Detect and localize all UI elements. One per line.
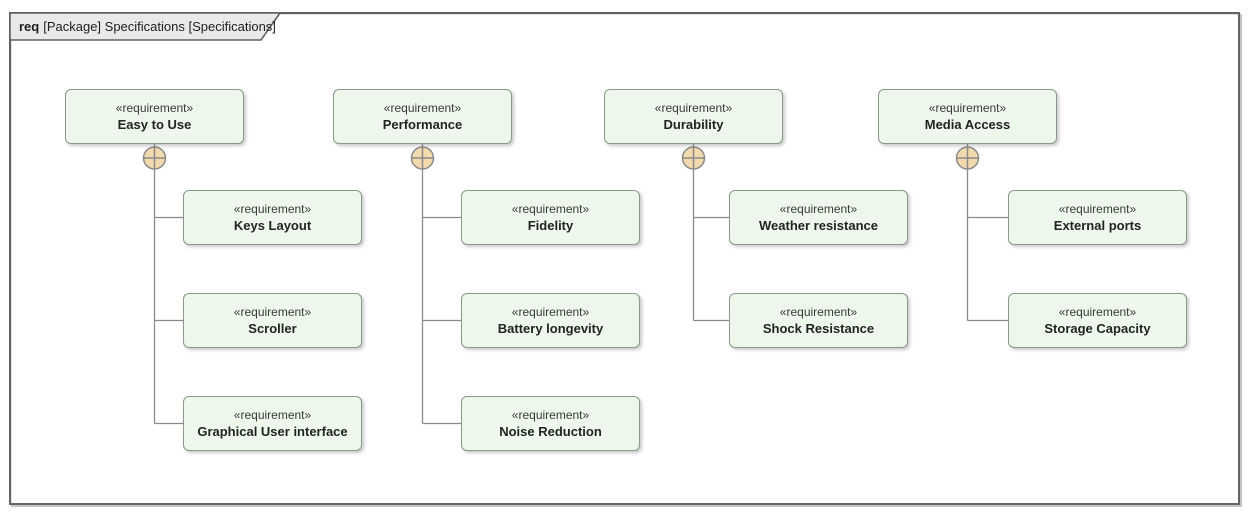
stereotype-label: «requirement» — [779, 201, 858, 216]
requirement-node-external-ports[interactable]: «requirement» External ports — [1008, 190, 1187, 245]
requirement-node-storage-capacity[interactable]: «requirement» Storage Capacity — [1008, 293, 1187, 348]
requirement-name: Weather resistance — [759, 217, 878, 233]
stereotype-label: «requirement» — [233, 407, 312, 422]
containment-icon — [142, 146, 167, 170]
requirement-node-shock-resistance[interactable]: «requirement» Shock Resistance — [729, 293, 908, 348]
frame-keyword: req — [19, 18, 40, 34]
requirement-name: External ports — [1053, 217, 1142, 233]
requirement-node-easy-to-use[interactable]: «requirement» Easy to Use — [65, 89, 244, 144]
requirement-node-noise-reduction[interactable]: «requirement» Noise Reduction — [461, 396, 640, 451]
frame-tab — [9, 12, 282, 41]
requirement-node-scroller[interactable]: «requirement» Scroller — [183, 293, 362, 348]
containment-connector-performance — [410, 144, 461, 425]
requirement-node-graphical-user-interface[interactable]: «requirement» Graphical User interface — [183, 396, 362, 451]
containment-icon — [410, 146, 435, 170]
stereotype-label: «requirement» — [511, 407, 590, 422]
requirement-name: Scroller — [248, 320, 297, 336]
requirement-name: Media Access — [924, 116, 1011, 132]
requirement-node-durability[interactable]: «requirement» Durability — [604, 89, 783, 144]
frame-title: [Package] Specifications [Specifications… — [43, 18, 276, 34]
requirement-node-media-access[interactable]: «requirement» Media Access — [878, 89, 1057, 144]
stereotype-label: «requirement» — [233, 304, 312, 319]
stereotype-label: «requirement» — [928, 100, 1007, 115]
stereotype-label: «requirement» — [1058, 304, 1137, 319]
requirement-name: Graphical User interface — [197, 423, 348, 439]
stereotype-label: «requirement» — [1058, 201, 1137, 216]
stereotype-label: «requirement» — [654, 100, 733, 115]
containment-icon — [681, 146, 706, 170]
requirement-node-fidelity[interactable]: «requirement» Fidelity — [461, 190, 640, 245]
requirement-node-battery-longevity[interactable]: «requirement» Battery longevity — [461, 293, 640, 348]
containment-connector-media-access — [955, 144, 1008, 322]
stereotype-label: «requirement» — [233, 201, 312, 216]
requirement-name: Shock Resistance — [762, 320, 875, 336]
containment-connector-easy-to-use — [142, 144, 183, 425]
requirement-node-weather-resistance[interactable]: «requirement» Weather resistance — [729, 190, 908, 245]
frame-tab-shape — [9, 12, 282, 41]
requirement-name: Battery longevity — [497, 320, 604, 336]
requirement-name: Storage Capacity — [1044, 320, 1151, 336]
requirement-name: Noise Reduction — [499, 423, 602, 439]
stereotype-label: «requirement» — [115, 100, 194, 115]
stereotype-label: «requirement» — [511, 304, 590, 319]
requirement-name: Keys Layout — [233, 217, 312, 233]
stereotype-label: «requirement» — [779, 304, 858, 319]
requirement-node-keys-layout[interactable]: «requirement» Keys Layout — [183, 190, 362, 245]
requirement-name: Fidelity — [527, 217, 574, 233]
containment-icon — [955, 146, 980, 170]
stereotype-label: «requirement» — [511, 201, 590, 216]
requirement-node-performance[interactable]: «requirement» Performance — [333, 89, 512, 144]
containment-connector-durability — [681, 144, 729, 322]
requirement-name: Easy to Use — [117, 116, 192, 132]
frame-tab-label: req [Package] Specifications [Specificat… — [9, 12, 276, 40]
requirement-name: Durability — [663, 116, 724, 132]
stereotype-label: «requirement» — [383, 100, 462, 115]
requirement-name: Performance — [382, 116, 463, 132]
